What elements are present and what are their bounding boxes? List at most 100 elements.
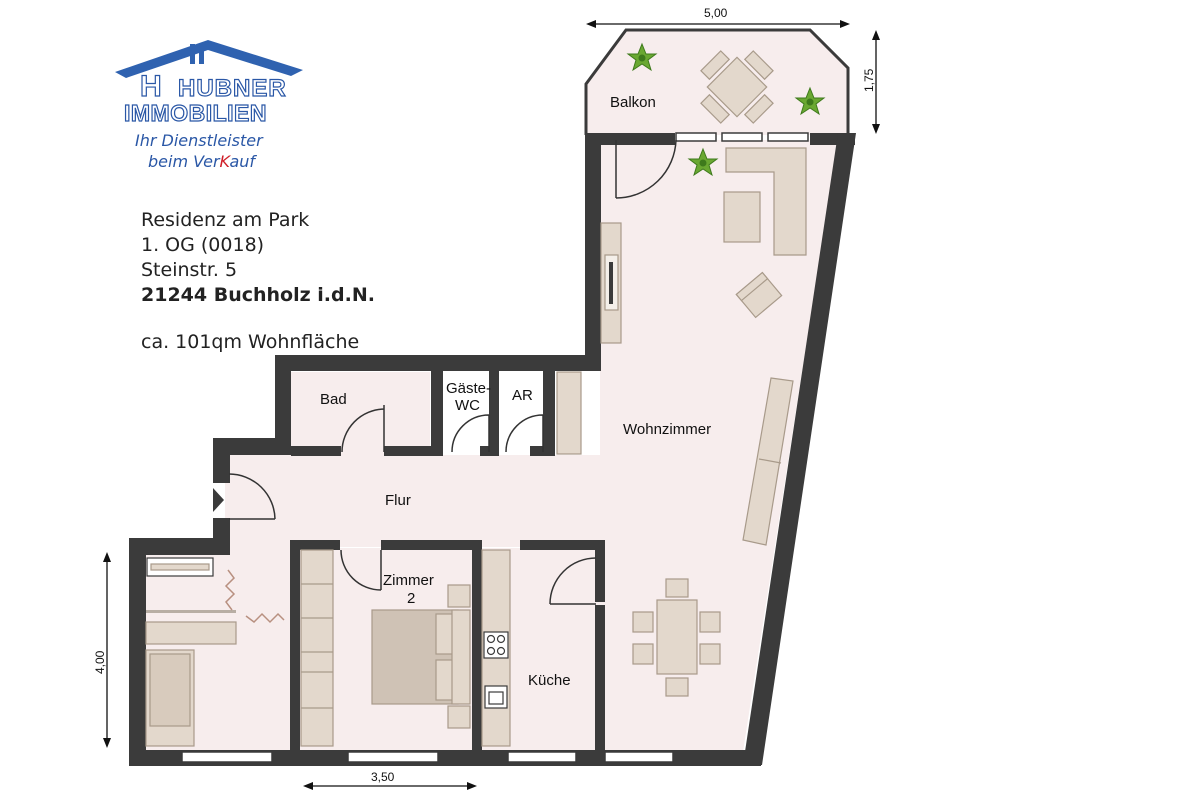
windows — [181, 132, 809, 763]
dining-chair — [632, 643, 654, 665]
logo-slogan-line1: Ihr Dienstleister — [135, 131, 264, 150]
plant-icon — [626, 42, 658, 72]
desk — [145, 621, 237, 645]
door-gaeste — [451, 414, 490, 453]
dining-chair — [665, 677, 689, 697]
label-gaeste-wc-1: Gäste- — [446, 380, 491, 397]
room-labels: Balkon Bad Gäste- WC AR Wohnzimmer Flur … — [320, 94, 711, 689]
balcony-railing — [584, 28, 850, 135]
plant-icon — [794, 86, 826, 116]
wall-bad-bottom-left — [291, 446, 341, 456]
door-bad — [341, 405, 385, 453]
dimension-top — [586, 20, 850, 28]
sofa — [725, 147, 807, 256]
closet-sliding-door — [224, 569, 285, 624]
armchair — [735, 271, 783, 319]
dining-chair — [665, 578, 689, 598]
wall-entry-left-top — [213, 438, 230, 483]
door-kitchen — [549, 557, 597, 605]
kitchen-sink — [484, 685, 508, 709]
wall-zimmer2-left — [290, 540, 300, 755]
logo-chimney-2 — [199, 44, 204, 64]
living-wall-cabinet — [742, 377, 794, 546]
logo-roof — [115, 40, 303, 78]
property-unit: 1. OG (0018) — [141, 234, 265, 256]
nightstand — [447, 705, 471, 729]
logo-slogan-line2: beim VerKauf — [148, 152, 257, 171]
dining-table — [656, 599, 698, 675]
headboard — [451, 609, 471, 705]
wall-hall-bottom-kitchen — [520, 540, 605, 550]
stove-burner — [486, 646, 496, 656]
wall-kitchen-right — [595, 540, 605, 602]
window-living-top-2 — [721, 132, 763, 142]
wall-living-left — [585, 133, 601, 363]
coffee-table — [723, 191, 761, 243]
property-name: Residenz am Park — [141, 209, 310, 231]
door-ar — [505, 414, 544, 453]
stove — [483, 631, 509, 659]
company-logo: HUBNER IMMOBILIEN H Ihr Dienstleister be… — [115, 40, 303, 171]
property-info: Residenz am Park 1. OG (0018) Steinstr. … — [141, 208, 375, 355]
door-entry — [228, 473, 276, 520]
dining-chair — [632, 611, 654, 633]
wall-left-room-left — [129, 538, 146, 765]
radiator-inner — [150, 563, 210, 571]
bad-floor — [290, 372, 430, 455]
dining-chair — [699, 611, 721, 633]
stove-burner — [496, 646, 506, 656]
door-zimmer2 — [340, 549, 382, 591]
dimension-left-label: 4,00 — [93, 650, 107, 674]
entry-arrow-icon — [213, 488, 224, 512]
logo-name-bottom: IMMOBILIEN — [124, 100, 267, 126]
property-city: 21244 Buchholz i.d.N. — [141, 284, 375, 306]
tv-screen — [609, 262, 613, 304]
logo-h-letter: H — [140, 70, 162, 103]
dimension-balcony-depth — [872, 30, 880, 134]
wall-bad-gaeste — [431, 371, 443, 456]
wall-left-room-divider — [146, 610, 236, 613]
window-left-room — [181, 751, 273, 763]
wall-left-room-top — [129, 538, 230, 555]
balcony-table-set — [700, 50, 774, 124]
plants — [626, 42, 826, 177]
logo-name-top: HUBNER — [178, 75, 287, 102]
stove-burner — [496, 634, 506, 644]
label-flur: Flur — [385, 492, 411, 509]
wall-gaeste-bottom — [480, 446, 492, 456]
logo-chimney — [190, 44, 195, 64]
wall-kitchen-right-lower — [595, 605, 605, 755]
dimension-bottom-label: 3,50 — [371, 770, 395, 784]
wall-hall-bottom-zimmer — [290, 540, 340, 550]
double-bed-pillow — [435, 613, 455, 655]
plant-icon — [687, 147, 719, 177]
hall-cabinet — [556, 371, 582, 455]
window-living-top-1 — [675, 132, 717, 142]
nightstand — [447, 584, 471, 608]
hall-floor — [225, 455, 605, 547]
label-balkon: Balkon — [610, 94, 656, 111]
label-zimmer2-1: Zimmer — [383, 572, 434, 589]
wall-living-top-left — [585, 133, 675, 145]
label-gaeste-wc-2: WC — [455, 397, 480, 414]
label-kueche: Küche — [528, 672, 571, 689]
window-living-top-3 — [767, 132, 809, 142]
wall-zimmer2-right — [472, 540, 482, 755]
dining-chair — [699, 643, 721, 665]
wall-living-diagonal — [743, 133, 856, 765]
door-balcony — [615, 139, 677, 199]
kitchen-sink-basin — [488, 691, 504, 705]
walls — [129, 28, 856, 766]
stove-burner — [486, 634, 496, 644]
wall-entry-top — [213, 438, 291, 455]
double-bed-pillow — [435, 659, 455, 701]
wall-hall-bottom-zimmer2 — [381, 540, 481, 550]
dimension-left — [103, 552, 111, 748]
furniture — [145, 50, 807, 747]
dimension-bottom — [303, 782, 477, 790]
doors — [213, 139, 677, 624]
property-area: ca. 101qm Wohnfläche — [141, 331, 360, 353]
label-zimmer2-2: 2 — [407, 590, 415, 607]
window-kitchen — [507, 751, 577, 763]
label-wohnzimmer: Wohnzimmer — [623, 421, 711, 438]
